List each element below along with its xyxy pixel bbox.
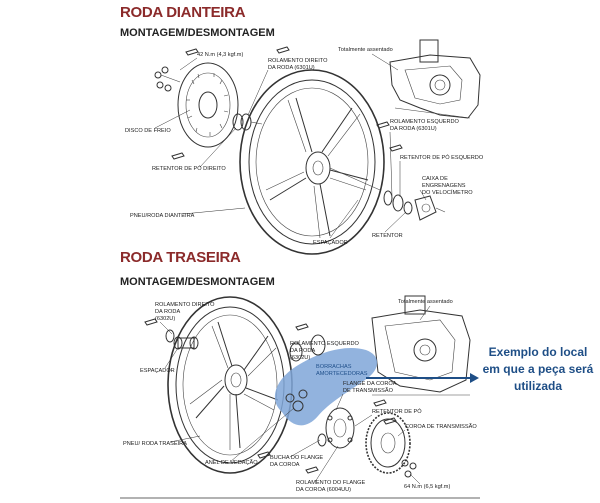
label-speedo-gearbox-3: DO VELOCÍMETRO	[422, 189, 473, 196]
label-dust-seal-right: RETENTOR DE PÓ DIREITO	[152, 165, 226, 172]
label-front-spacer: ESPAÇADOR	[313, 240, 348, 246]
grease-icons-rear	[144, 318, 397, 474]
rear-leader-lines	[159, 305, 431, 485]
label-rear-bearing-right-3: (6302U)	[155, 316, 175, 322]
drive-sprocket	[365, 412, 411, 474]
annotation-arrow	[366, 373, 479, 383]
label-flange-bushing-2: DA COROA	[270, 462, 300, 468]
label-flange-bearing-2: DA COROA (6004UU)	[296, 487, 351, 493]
front-fork-drawing	[389, 39, 481, 119]
front-right-bearing-parts	[232, 113, 263, 131]
front-left-parts	[383, 190, 446, 221]
label-rear-bearing-left-1: ROLAMENTO ESQUERDO	[290, 341, 360, 347]
label-sprocket-flange-2: DE TRANSMISSÃO	[343, 387, 394, 394]
label-dampers-1: BORRACHAS	[316, 364, 352, 370]
label-brake-disc: DISCO DE FREIO	[125, 128, 171, 134]
annotation-line-3: utilizada	[514, 379, 562, 393]
label-rear-dust-seal: RETENTOR DE PÓ	[372, 408, 422, 415]
rear-wheel-title: RODA TRASEIRA	[120, 249, 241, 266]
label-rear-bearing-left-2: DA RODA	[290, 348, 315, 354]
label-front-fully-assembled: Totalmente assentado	[338, 47, 393, 53]
label-seal-ring: ANEL DE VEDAÇÃO	[205, 459, 258, 466]
front-leader-lines	[154, 53, 427, 239]
label-front-bearing-right-2: DA RODA (6301U)	[268, 65, 315, 71]
label-rear-bearing-right-1: ROLAMENTO DIREITO	[155, 302, 215, 308]
rear-wheel-section: RODA TRASEIRA MONTAGEM/DESMONTAGEM	[120, 249, 480, 499]
label-sprocket-flange-1: FLANGE DA COROA	[343, 381, 397, 387]
brake-disc	[177, 62, 239, 148]
label-front-bearing-left-1: ROLAMENTO ESQUERDO	[390, 119, 460, 125]
rear-damper-parts	[285, 334, 326, 412]
front-wheel-section: RODA DIANTEIRA MONTAGEM/DESMONTAGEM	[120, 4, 484, 255]
front-wheel-title: RODA DIANTEIRA	[120, 4, 246, 21]
label-flange-bushing-1: BUCHA DO FLANGE	[270, 455, 323, 461]
label-flange-bearing-1: ROLAMENTO DO FLANGE	[296, 480, 365, 486]
front-wheel-subtitle: MONTAGEM/DESMONTAGEM	[120, 27, 275, 39]
label-speedo-gearbox-2: ENGRENAGENS	[422, 183, 466, 189]
rear-swingarm-drawing	[371, 295, 471, 396]
disc-bolts	[154, 66, 181, 92]
rear-right-bearing-parts	[165, 329, 199, 350]
label-rear-bearing-left-3: (6302U)	[290, 355, 310, 361]
sprocket-flange	[317, 407, 355, 449]
annotation-line-1: Exemplo do local	[489, 345, 588, 359]
sprocket-nuts	[401, 459, 417, 478]
label-sprocket: COROA DE TRANSMISSÃO	[405, 423, 477, 430]
grease-icons-front	[171, 46, 403, 160]
label-rear-tire-wheel: PNEU/ RODA TRASEIRA	[123, 441, 187, 447]
damper-highlight	[274, 347, 378, 426]
annotation-callout: Exemplo do local em que a peça será util…	[483, 345, 594, 393]
label-speedo-gearbox-1: CAIXA DE	[422, 176, 448, 182]
label-rear-fully-assembled: Totalmente assentado	[398, 299, 453, 305]
label-rear-spacer: ESPAÇADOR	[140, 368, 175, 374]
label-front-disc-torque: 42 N.m (4,3 kgf.m)	[197, 52, 243, 58]
label-dampers-2: AMORTECEDORAS	[316, 371, 368, 377]
label-dust-seal-left: RETENTOR DE PÓ ESQUERDO	[400, 154, 484, 161]
label-rear-torque: 64 N.m (6,5 kgf.m)	[404, 484, 450, 490]
label-front-tire-wheel: PNEU/RODA DIANTEIRA	[130, 213, 195, 219]
label-front-bearing-left-2: DA RODA (6301U)	[390, 126, 437, 132]
front-tire-wheel	[239, 69, 385, 255]
label-rear-bearing-right-2: DA RODA	[155, 309, 180, 315]
label-front-bearing-right-1: ROLAMENTO DIREITO	[268, 58, 328, 64]
label-retainer: RETENTOR	[372, 233, 403, 239]
rear-wheel-subtitle: MONTAGEM/DESMONTAGEM	[120, 276, 275, 288]
annotation-line-2: em que a peça será	[483, 362, 594, 376]
